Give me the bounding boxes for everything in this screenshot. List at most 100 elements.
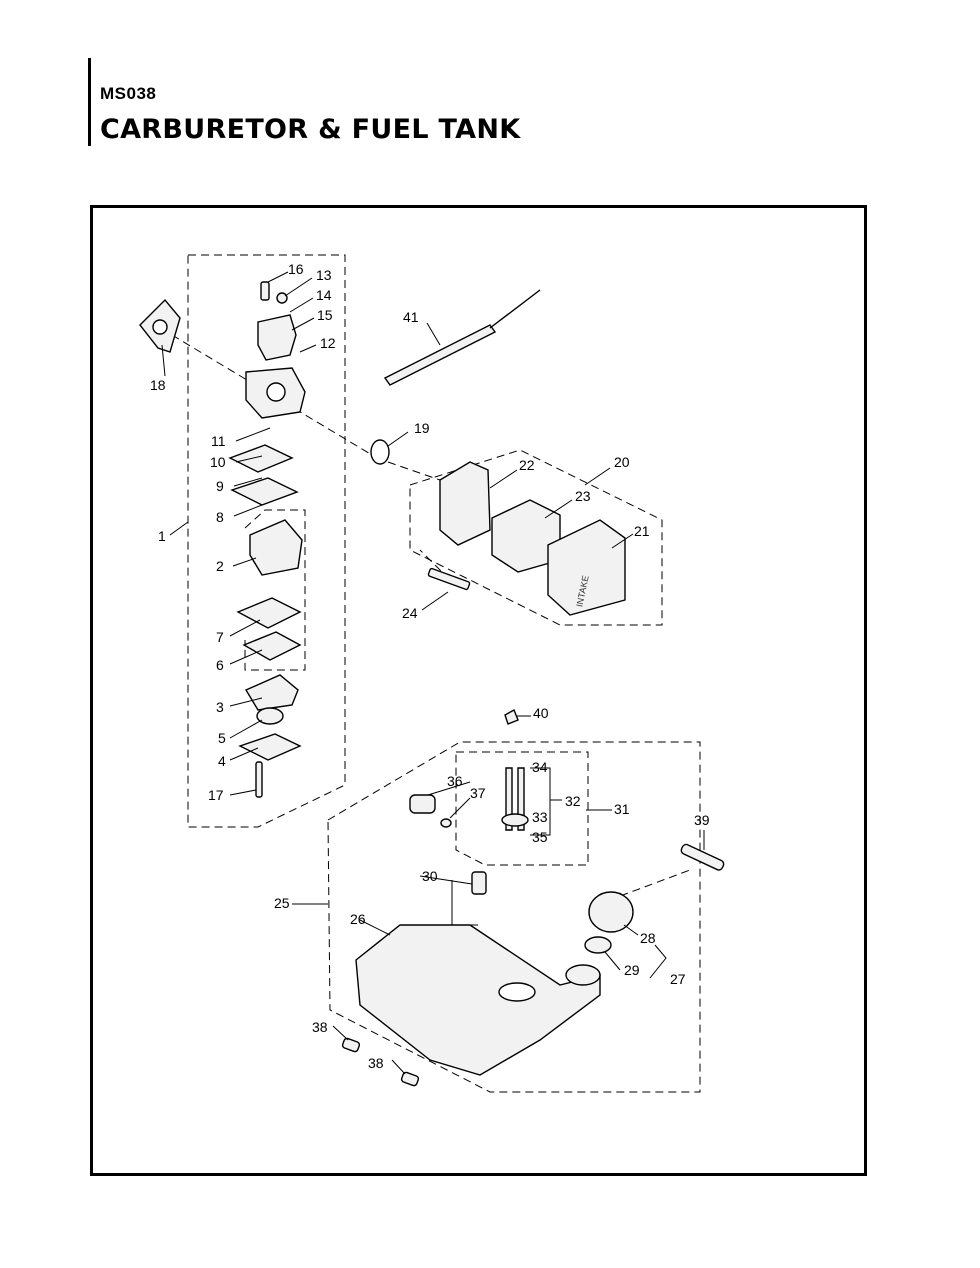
- leader-15: [291, 317, 315, 331]
- callout-37: 37: [470, 785, 486, 801]
- callout-10: 10: [210, 454, 226, 470]
- bracket-27: [649, 944, 667, 979]
- cap-gasket-29-shape: [584, 936, 612, 954]
- cushion-38a-shape: [341, 1037, 361, 1053]
- callout-38b: 38: [368, 1055, 384, 1071]
- leader-8: [233, 504, 263, 517]
- leader-30: [419, 875, 473, 885]
- callout-19: 19: [414, 420, 430, 436]
- fuel-tank-port: [498, 982, 536, 1002]
- callout-17: 17: [208, 787, 224, 803]
- leader-29: [604, 951, 621, 971]
- callout-2: 2: [216, 558, 224, 574]
- leader-22: [489, 469, 518, 489]
- callout-34: 34: [532, 759, 548, 775]
- callout-31: 31: [614, 801, 630, 817]
- grommet-33-shape: [501, 813, 529, 827]
- fuel-tank-neck: [565, 964, 601, 986]
- callout-20: 20: [614, 454, 630, 470]
- leader-6: [229, 649, 263, 665]
- fuel-cap-28-shape: [588, 891, 634, 933]
- throttle-cable-41-shape: [383, 324, 497, 386]
- leader-16: [267, 271, 289, 283]
- diagram-frame: [90, 205, 867, 1176]
- cover-3-shape: [244, 674, 299, 711]
- callout-39: 39: [694, 812, 710, 828]
- callout-3: 3: [216, 699, 224, 715]
- insulator-hole: [152, 319, 168, 335]
- leader-23: [544, 499, 573, 519]
- fuel-filter-36-shape: [409, 794, 436, 814]
- leader-24: [421, 591, 449, 611]
- gasket-7-shape: [236, 597, 302, 629]
- leader-41: [426, 322, 441, 346]
- callout-21: 21: [634, 523, 650, 539]
- leader-3: [229, 697, 263, 707]
- callout-26: 26: [350, 911, 366, 927]
- diaphragm-6-shape: [242, 631, 302, 661]
- leader-13: [284, 277, 313, 297]
- carburetor-assembly-boundary: [187, 254, 346, 828]
- nut-13-shape: [276, 292, 288, 304]
- callout-18: 18: [150, 377, 166, 393]
- leader-11: [235, 427, 271, 442]
- bracket-30: [451, 880, 478, 926]
- leader-26: [359, 919, 391, 936]
- callout-13: 13: [316, 267, 332, 283]
- air-filter-base-22-shape: [439, 461, 491, 546]
- o-ring-19-shape: [370, 439, 390, 465]
- leader-18: [161, 344, 166, 377]
- air-filter-assembly-boundary: [409, 449, 663, 626]
- callout-36: 36: [447, 773, 463, 789]
- carburetor-bore: [266, 382, 286, 402]
- callout-40: 40: [533, 705, 549, 721]
- clip-40-shape: [504, 709, 519, 725]
- screw-17-shape: [255, 761, 263, 798]
- leader-37: [449, 797, 471, 819]
- leader-19: [387, 431, 409, 447]
- retainer-4-shape: [238, 733, 302, 761]
- stopper-39-shape: [680, 843, 725, 871]
- callout-12: 12: [320, 335, 336, 351]
- leader-1: [169, 521, 189, 536]
- callout-6: 6: [216, 657, 224, 673]
- callout-22: 22: [519, 457, 535, 473]
- leader-38a: [332, 1025, 349, 1041]
- callout-29: 29: [624, 962, 640, 978]
- leader-2: [232, 557, 257, 567]
- fuel-tank-26-shape: [355, 924, 601, 1076]
- callout-4: 4: [218, 753, 226, 769]
- leader-14: [289, 297, 314, 313]
- tank-vent-30-shape: [471, 871, 487, 895]
- callout-27: 27: [670, 971, 686, 987]
- callout-30: 30: [422, 868, 438, 884]
- callout-1: 1: [158, 528, 166, 544]
- callout-7: 7: [216, 629, 224, 645]
- callout-23: 23: [575, 488, 591, 504]
- callout-38a: 38: [312, 1019, 328, 1035]
- gasket-10-shape: [228, 444, 294, 473]
- callout-8: 8: [216, 509, 224, 525]
- callout-24: 24: [402, 605, 418, 621]
- cushion-38b-shape: [400, 1071, 420, 1087]
- clamp-37-shape: [440, 818, 452, 828]
- alignment-line-19-22: [387, 461, 441, 481]
- leader-38b: [391, 1059, 406, 1075]
- callout-16: 16: [288, 261, 304, 277]
- leader-10: [235, 455, 263, 463]
- leader-21: [611, 533, 634, 549]
- callout-11: 11: [211, 433, 226, 449]
- primer-bulb-5-shape: [256, 707, 284, 725]
- callout-15: 15: [317, 307, 333, 323]
- leader-36: [427, 781, 471, 796]
- leader-9: [233, 477, 263, 487]
- page-title: CARBURETOR & FUEL TANK: [100, 114, 521, 145]
- callout-9: 9: [216, 478, 224, 494]
- pump-subassembly-boundary: [244, 509, 306, 671]
- leader-28: [623, 924, 639, 936]
- fuel-pickup-boundary: [455, 751, 589, 866]
- bolt-24-shape: [427, 567, 471, 591]
- callout-32: 32: [565, 793, 581, 809]
- leader-17: [229, 789, 257, 796]
